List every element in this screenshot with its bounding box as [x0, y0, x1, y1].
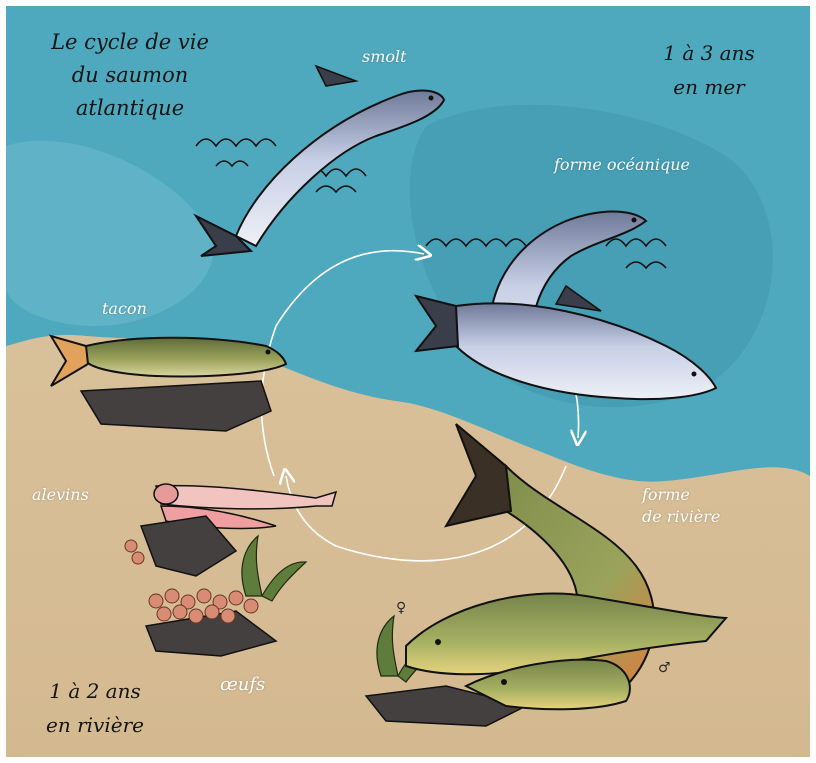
illustration-frame: Le cycle de vie du saumon atlantique 1 à… [6, 6, 810, 757]
stage-label-riviere-line: de rivière [642, 506, 720, 528]
stage-label-riviere-line: forme [642, 484, 720, 506]
title-line: Le cycle de vie [20, 26, 240, 59]
title-line: atlantique [20, 92, 240, 125]
title-line: du saumon [20, 59, 240, 92]
stage-label-alevins: alevins [32, 484, 89, 506]
stage-label-tacon: tacon [102, 298, 147, 320]
stage-label-riviere: forme de rivière [642, 484, 720, 528]
sea-duration-line: 1 à 3 ans [634, 36, 784, 70]
stage-label-smolt: smolt [362, 46, 407, 68]
male-symbol-icon: ♂ [658, 660, 671, 676]
river-duration-line: 1 à 2 ans [20, 674, 170, 708]
stage-label-oceanique: forme océanique [554, 154, 690, 176]
stage-label-oeufs: œufs [220, 674, 265, 695]
sea-duration-line: en mer [634, 70, 784, 104]
river-duration-line: en rivière [20, 708, 170, 742]
page-title: Le cycle de vie du saumon atlantique [20, 26, 240, 125]
female-symbol-icon: ♀ [396, 600, 406, 616]
river-duration-label: 1 à 2 ans en rivière [20, 674, 170, 742]
sea-duration-label: 1 à 3 ans en mer [634, 36, 784, 104]
